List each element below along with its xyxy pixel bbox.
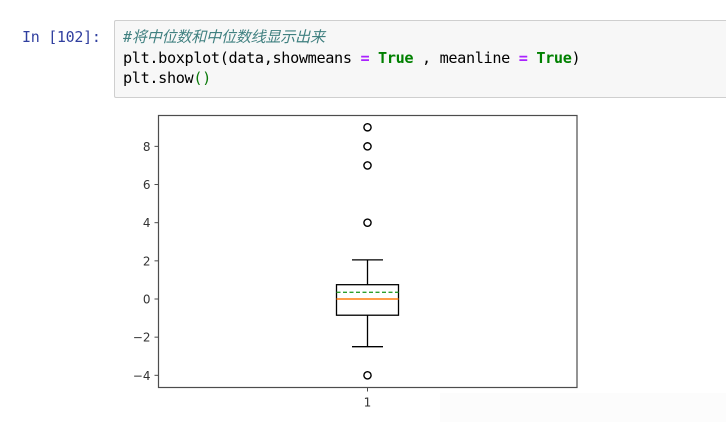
code-operator: = <box>360 48 370 67</box>
outlier-point <box>363 122 372 132</box>
code-call: plt.show <box>123 69 194 87</box>
code-keyword: True <box>527 48 572 67</box>
outlier-point <box>363 161 372 170</box>
code-line-3: plt.show() <box>123 69 211 87</box>
code-cell-input[interactable]: #将中位数和中位数线显示出来 plt.boxplot(data,showmean… <box>114 20 726 98</box>
y-tick-label: 4 <box>143 216 151 230</box>
code-line-2: plt.boxplot(data,showmeans = True , mean… <box>123 48 581 67</box>
code-operator: = <box>518 48 528 67</box>
code-editor[interactable]: #将中位数和中位数线显示出来 plt.boxplot(data,showmean… <box>123 27 581 89</box>
y-tick-label: 2 <box>143 254 151 268</box>
code-arg: , meanline <box>413 48 519 67</box>
code-call: plt.boxplot(data,showmeans <box>123 48 361 67</box>
outlier-point <box>363 218 372 227</box>
code-comment: #将中位数和中位数线显示出来 <box>123 28 325 46</box>
x-tick-label: 1 <box>364 396 372 410</box>
outlier-point <box>363 371 372 380</box>
y-tick-label: 6 <box>143 178 151 192</box>
code-paren: ) <box>571 48 581 67</box>
boxplot <box>335 122 400 380</box>
code-keyword: True <box>369 48 414 67</box>
y-axis-ticks: 8 6 4 2 0 −2 −4 1 <box>133 140 372 410</box>
outlier-point <box>363 142 372 151</box>
output-area-shade <box>440 393 726 422</box>
cell-prompt: In [102]: <box>22 28 101 46</box>
code-paren: () <box>193 69 211 87</box>
y-tick-label: −4 <box>133 369 151 383</box>
y-tick-label: 8 <box>143 140 151 154</box>
y-tick-label: −2 <box>133 331 151 345</box>
axes-frame <box>157 114 578 389</box>
iqr-box <box>335 284 400 316</box>
y-tick-label: 0 <box>143 293 151 307</box>
